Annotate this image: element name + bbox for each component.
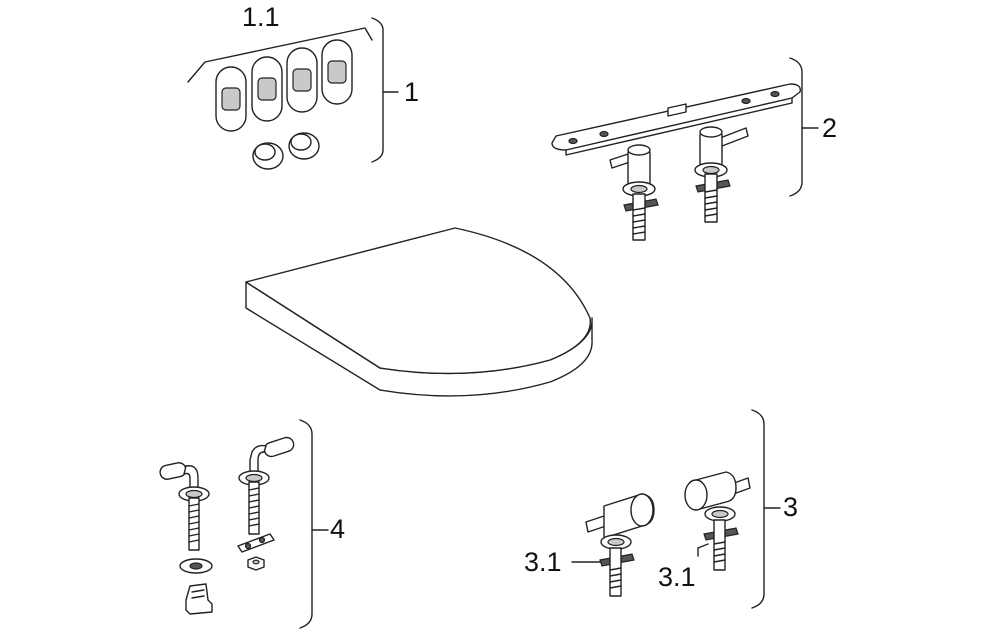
group-1-bracket (371, 17, 384, 163)
buffer-2 (251, 56, 283, 122)
hex-nut (247, 556, 265, 571)
label-3-1-right: 3.1 (658, 562, 696, 592)
cover-cap-2 (288, 132, 320, 160)
hinge-set-group-3 (571, 409, 781, 609)
expansion-nut (185, 583, 213, 615)
hinge-plate-group-2 (551, 57, 819, 241)
washer (179, 558, 213, 574)
label-1: 1 (404, 77, 420, 107)
clamp-plate (237, 533, 275, 553)
hinge-pin-right (694, 126, 749, 223)
label-3: 3 (783, 492, 799, 522)
group-3-bracket (751, 409, 765, 609)
hinge-pin-3-left (585, 493, 655, 597)
cover-cap-1 (252, 142, 284, 170)
buffer-set-group-1 (187, 17, 399, 170)
label-4: 4 (330, 514, 346, 544)
group-4-bracket (299, 419, 313, 629)
fixing-set-group-4 (159, 419, 329, 629)
toilet-seat-lid (245, 227, 593, 397)
item-1-1-leader (187, 27, 373, 83)
label-1-1: 1.1 (242, 2, 280, 32)
hinge-pin-left (609, 144, 659, 241)
angle-bolt-left (159, 462, 210, 551)
label-3-1-left: 3.1 (524, 547, 562, 577)
buffer-4 (321, 39, 353, 105)
hinge-pin-3-right (684, 471, 751, 571)
angle-bolt-right (238, 436, 295, 535)
buffer-1 (215, 66, 247, 132)
label-2: 2 (822, 113, 838, 143)
group-2-bracket (789, 57, 803, 197)
buffer-3 (286, 47, 318, 113)
hinge-plate (551, 83, 801, 156)
